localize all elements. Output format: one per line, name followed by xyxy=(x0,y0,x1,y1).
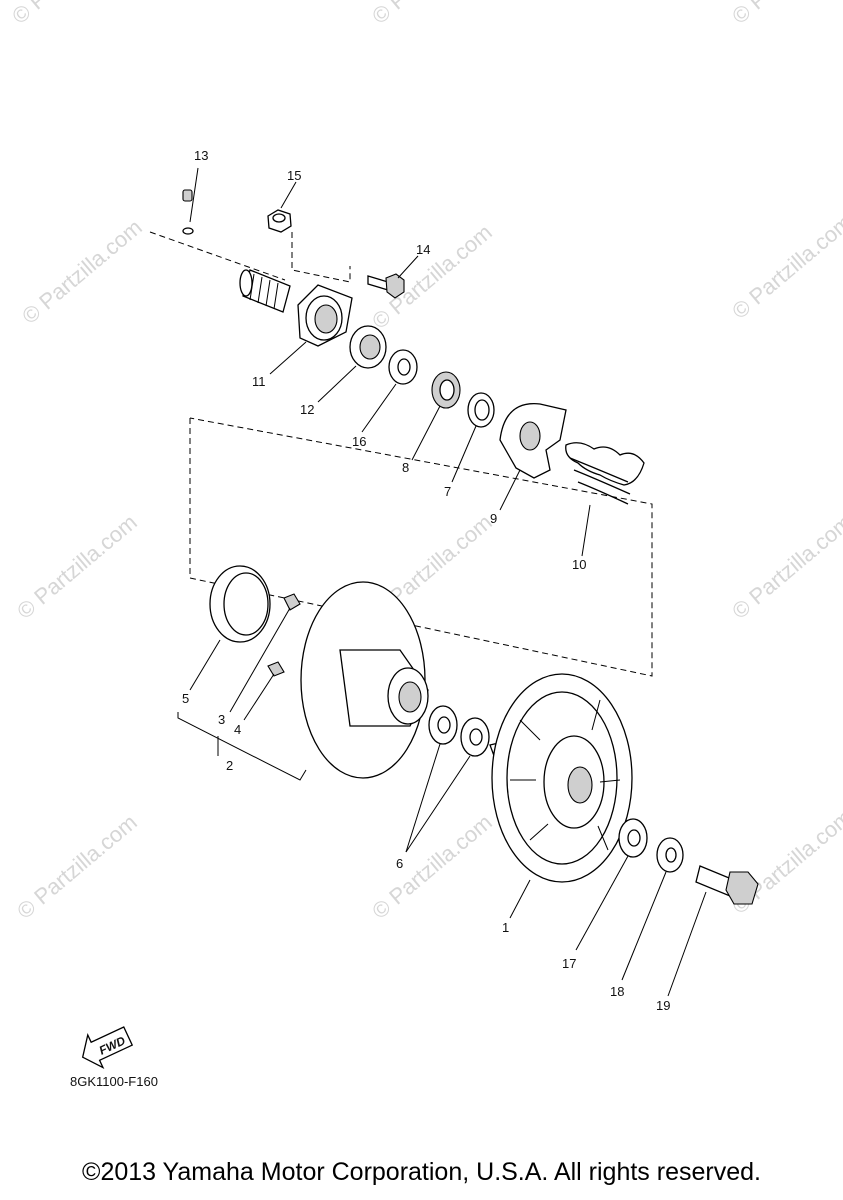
callout-11: 11 xyxy=(252,374,266,389)
callout-1: 1 xyxy=(502,920,509,935)
part-6-washers xyxy=(428,705,490,757)
callout-19: 19 xyxy=(656,998,670,1013)
part-11-housing xyxy=(297,284,353,347)
axis-line xyxy=(149,231,286,281)
figure-code: 8GK1100-F160 xyxy=(70,1074,158,1089)
callout-18: 18 xyxy=(610,984,624,999)
callout-3: 3 xyxy=(218,712,225,727)
part-14-bolt xyxy=(367,273,405,299)
bolt-guide-line xyxy=(291,232,351,283)
watermark: © Partzilla.com xyxy=(727,0,843,29)
part-19-bolt xyxy=(695,865,759,905)
part-3-screw xyxy=(283,593,301,611)
watermark: © Partzilla.com xyxy=(367,0,497,29)
part-9-cam xyxy=(499,403,567,479)
watermark: © Partzilla.com xyxy=(17,214,147,328)
watermark: © Partzilla.com xyxy=(367,809,497,923)
part-10-spring xyxy=(565,442,645,505)
part-1-sheave xyxy=(489,673,633,883)
part-2-sheave xyxy=(300,581,429,779)
callout-14: 14 xyxy=(416,242,430,257)
part-15-nut xyxy=(267,209,292,233)
watermark: © Partzilla.com xyxy=(12,809,142,923)
callout-12: 12 xyxy=(300,402,314,417)
callout-5: 5 xyxy=(182,691,189,706)
watermark: © Partzilla.com xyxy=(7,0,137,29)
callout-9: 9 xyxy=(490,511,497,526)
callout-16: 16 xyxy=(352,434,366,449)
callout-labels: 13 15 14 11 12 16 8 7 9 10 5 3 4 2 6 1 1… xyxy=(182,148,670,1013)
part-5-ring xyxy=(209,565,271,643)
fwd-arrow: FWD xyxy=(81,1026,134,1070)
callout-7: 7 xyxy=(444,484,451,499)
watermark: © Partzilla.com xyxy=(12,509,142,623)
callout-10: 10 xyxy=(572,557,586,572)
part-16-washer xyxy=(388,349,418,385)
leader-lines xyxy=(177,167,707,997)
part-7-lock-washer xyxy=(467,392,495,428)
watermark: © Partzilla.com xyxy=(367,219,497,333)
callout-4: 4 xyxy=(234,722,241,737)
part-17-washer xyxy=(618,818,648,858)
part-4-screw xyxy=(267,661,285,677)
part-8-lock-nut xyxy=(431,371,461,409)
part-13-set-screw xyxy=(182,189,194,235)
callout-2: 2 xyxy=(226,758,233,773)
callout-17: 17 xyxy=(562,956,576,971)
callout-13: 13 xyxy=(194,148,208,163)
callout-6: 6 xyxy=(396,856,403,871)
copyright-notice: ©2013 Yamaha Motor Corporation, U.S.A. A… xyxy=(82,1158,761,1186)
part-shaft xyxy=(239,269,291,313)
watermark: © Partzilla.com xyxy=(727,509,843,623)
watermark: © Partzilla.com xyxy=(727,209,843,323)
callout-15: 15 xyxy=(287,168,301,183)
part-12-bearing xyxy=(349,325,387,369)
callout-8: 8 xyxy=(402,460,409,475)
assembly-boundary xyxy=(189,417,653,677)
part-18-washer xyxy=(656,837,684,873)
